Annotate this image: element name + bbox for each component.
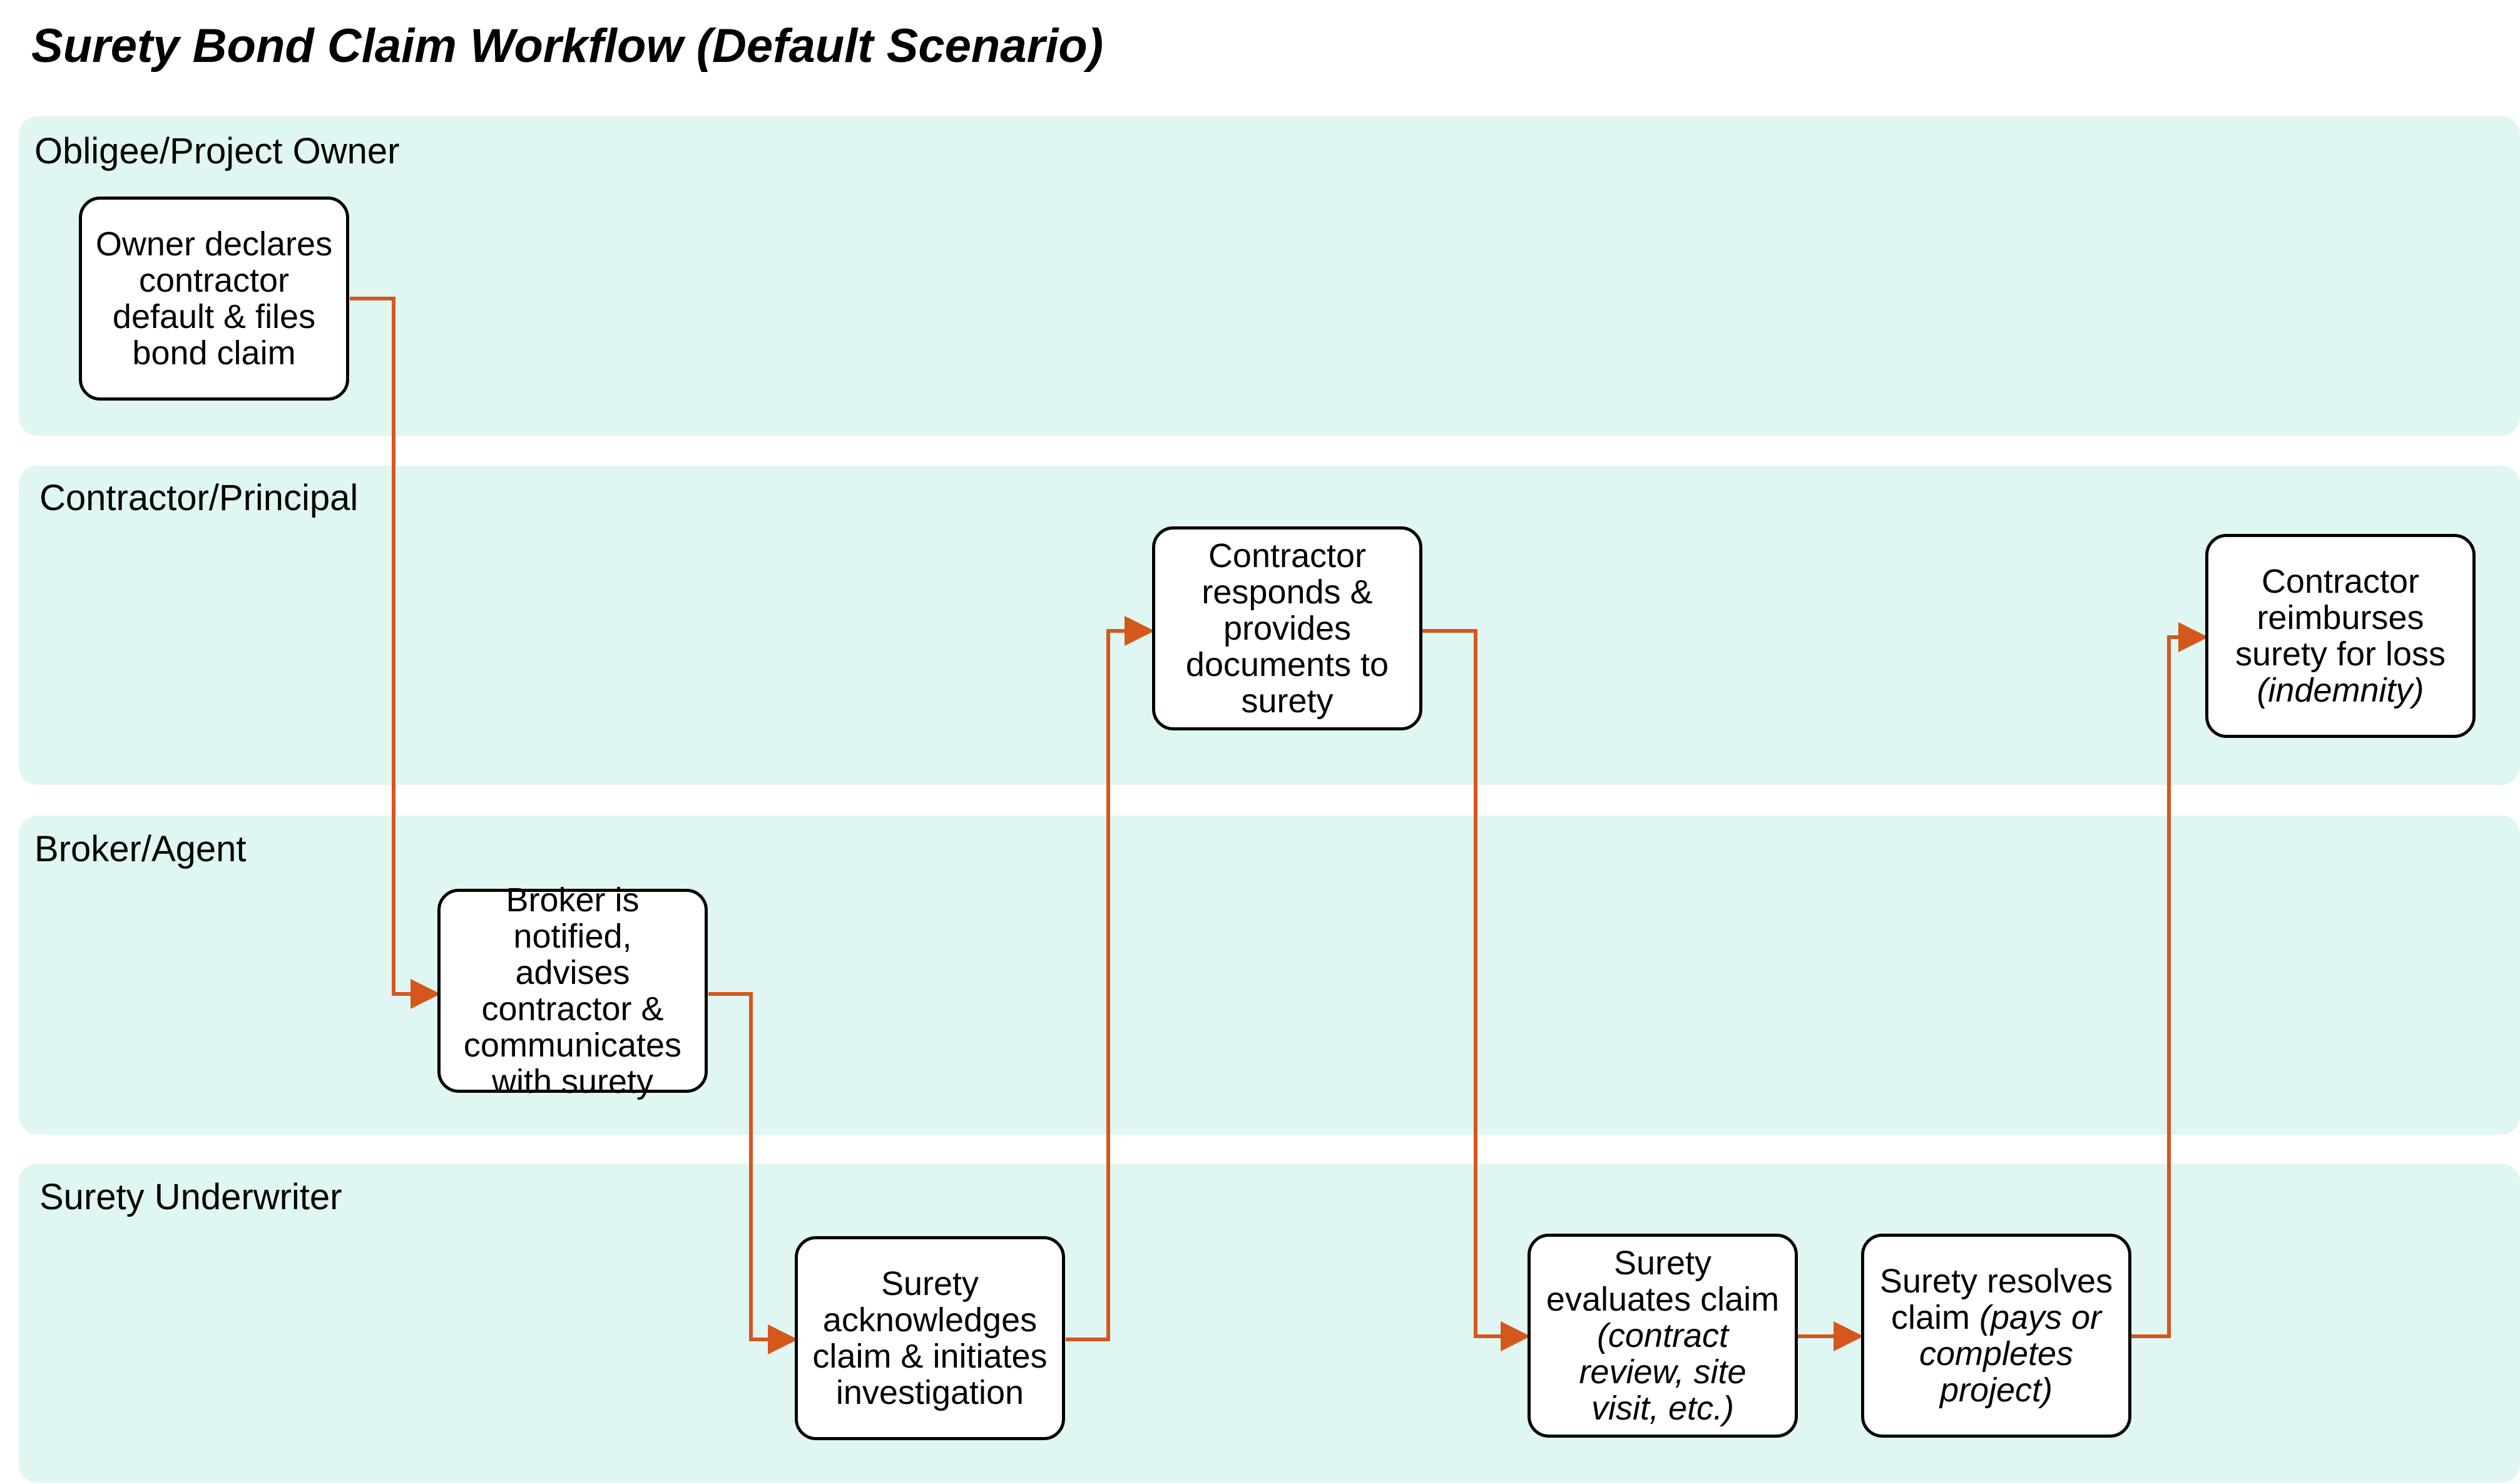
diagram-title: Surety Bond Claim Workflow (Default Scen… xyxy=(31,19,1104,73)
step-broker-notified: Broker is notified, advises contractor &… xyxy=(437,882,708,1100)
step-surety-resolves: Surety resolves claim (pays or completes… xyxy=(1861,1234,2131,1438)
step-contractor-responds: Contractor responds & provides documents… xyxy=(1152,526,1422,730)
step-owner-declares-text: Owner declares contractor default & file… xyxy=(95,225,333,372)
step-surety-resolves-italic: (pays or completes project) xyxy=(1919,1299,2102,1409)
lane-label-contractor: Contractor/Principal xyxy=(39,478,359,518)
lane-broker: Broker/Agent xyxy=(19,816,2520,1135)
step-surety-evaluates-italic: (contract review, site visit, etc.) xyxy=(1579,1317,1747,1427)
step-broker-notified-text: Broker is notified, advises contractor &… xyxy=(463,881,682,1100)
lane-surety: Surety Underwriter xyxy=(19,1164,2520,1483)
lane-obligee: Obligee/Project Owner xyxy=(19,116,2520,436)
lane-label-broker: Broker/Agent xyxy=(34,829,247,869)
lane-label-obligee: Obligee/Project Owner xyxy=(34,131,400,171)
step-surety-evaluates-text: Surety evaluates claim xyxy=(1546,1244,1780,1318)
step-surety-evaluates: Surety evaluates claim (contract review,… xyxy=(1528,1234,1798,1438)
lane-label-surety: Surety Underwriter xyxy=(39,1177,342,1217)
step-surety-resolves-text: Surety resolves claim xyxy=(1879,1262,2113,1336)
step-contractor-reimburses-italic: (indemnity) xyxy=(2257,672,2424,709)
step-surety-acknowledges: Surety acknowledges claim & initiates in… xyxy=(795,1236,1065,1440)
step-contractor-reimburses: Contractor reimburses surety for loss (i… xyxy=(2205,534,2476,738)
step-contractor-reimburses-text: Contractor reimburses surety for loss xyxy=(2235,563,2446,673)
step-contractor-responds-text: Contractor responds & provides documents… xyxy=(1185,537,1389,720)
step-surety-acknowledges-text: Surety acknowledges claim & initiates in… xyxy=(812,1265,1048,1411)
step-owner-declares: Owner declares contractor default & file… xyxy=(79,197,349,401)
